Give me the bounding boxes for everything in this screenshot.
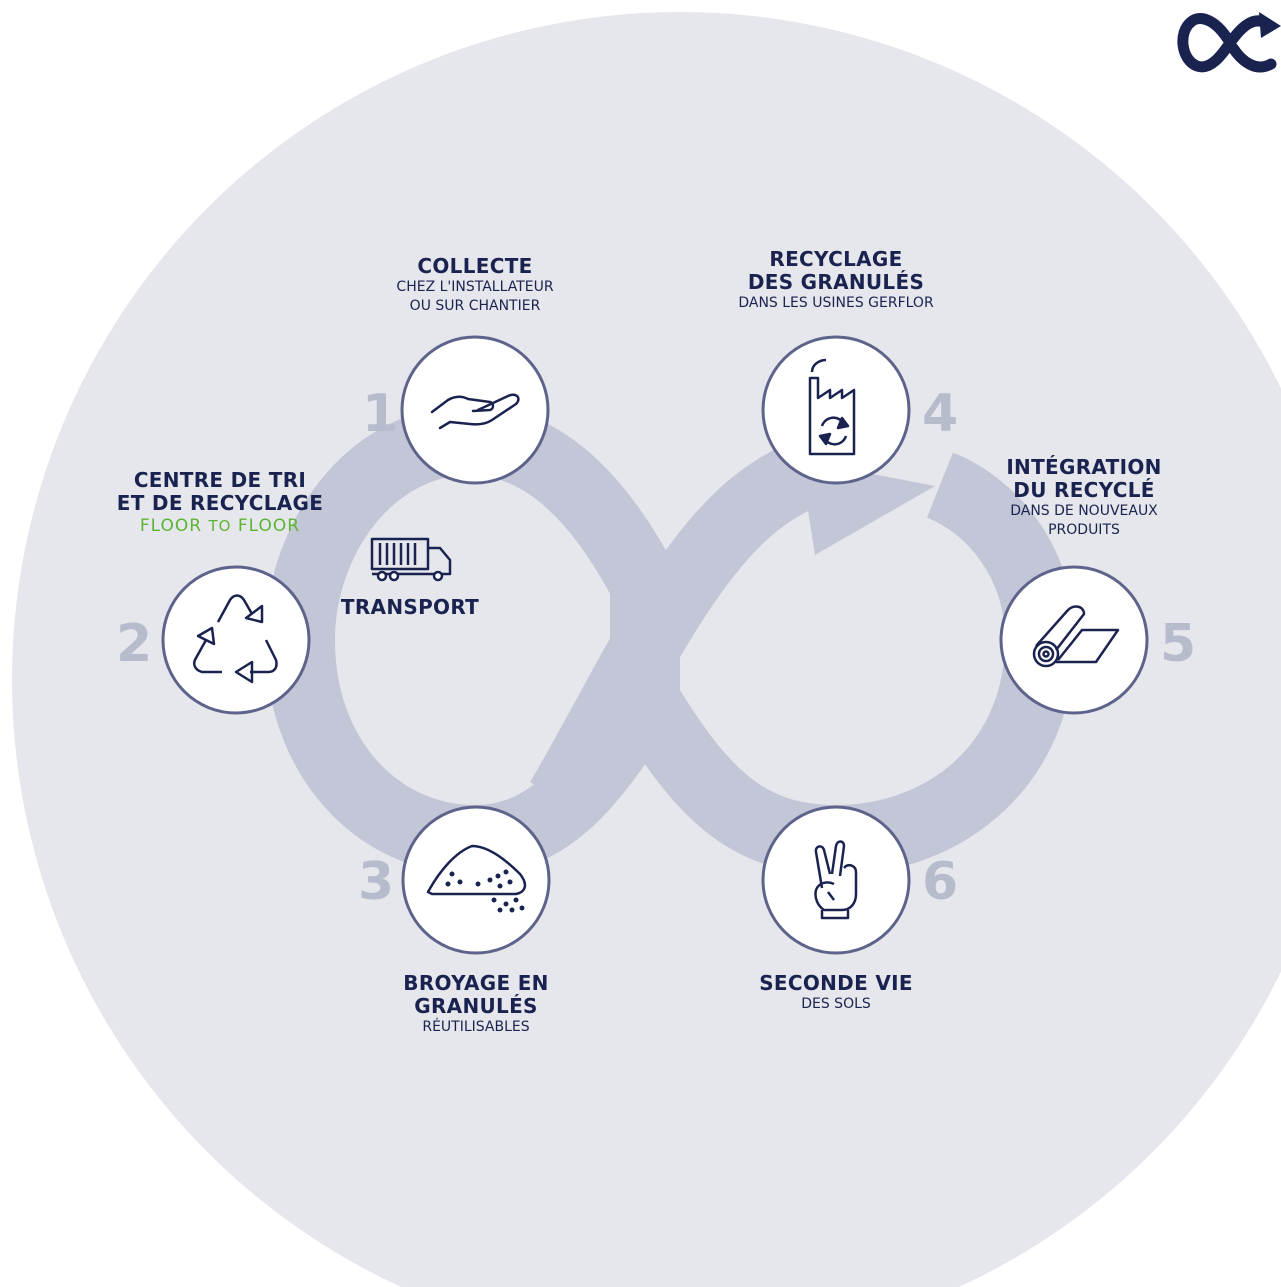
- step-5-label: INTÉGRATION DU RECYCLÉ DANS DE NOUVEAUX …: [974, 456, 1194, 540]
- step-4-title-line2: DES GRANULÉS: [747, 270, 925, 294]
- step-4-label: RECYCLAGE DES GRANULÉS DANS LES USINES G…: [706, 248, 966, 313]
- step-6-subtitle: DES SOLS: [801, 996, 871, 1012]
- step-3-circle: [401, 805, 551, 955]
- step-1-subtitle-line1: CHEZ L'INSTALLATEUR: [396, 279, 554, 295]
- step-number-5: 5: [1160, 614, 1197, 674]
- floortofloor-logo: FLOOR TO FLOOR: [139, 516, 301, 536]
- step-4-circle: [761, 335, 911, 485]
- transport-title: TRANSPORT: [340, 595, 480, 619]
- step-4-subtitle: DANS LES USINES GERFLOR: [738, 295, 934, 311]
- granules-pile-icon: [426, 844, 527, 913]
- step-1-subtitle-line2: OU SUR CHANTIER: [409, 298, 541, 314]
- step-4-title-line1: RECYCLAGE: [769, 247, 903, 271]
- transport-label: TRANSPORT: [330, 596, 490, 619]
- step-1-label: COLLECTE CHEZ L'INSTALLATEUR OU SUR CHAN…: [355, 255, 595, 316]
- step-3-label: BROYAGE EN GRANULÉS RÉUTILISABLES: [356, 972, 596, 1037]
- step-5-title-line1: INTÉGRATION: [1006, 455, 1162, 479]
- step-number-2: 2: [116, 614, 153, 674]
- hand-icon: [430, 393, 520, 430]
- step-5-title-line2: DU RECYCLÉ: [1013, 478, 1155, 502]
- step-1-circle: [400, 335, 550, 485]
- truck-icon: [370, 537, 452, 582]
- step-5-subtitle-line2: PRODUITS: [1048, 522, 1120, 538]
- factory-icon: [808, 358, 856, 456]
- step-1-title: COLLECTE: [417, 254, 533, 278]
- step-3-title-line2: GRANULÉS: [414, 994, 538, 1018]
- floor-roll-icon: [1032, 605, 1120, 668]
- step-5-subtitle-line1: DANS DE NOUVEAUX: [1010, 503, 1158, 519]
- step-6-circle: [761, 805, 911, 955]
- step-6-title: SECONDE VIE: [759, 971, 913, 995]
- infinity-arrow-icon: [1177, 12, 1281, 73]
- step-2-title-line1: CENTRE DE TRI: [133, 468, 307, 492]
- victory-hand-icon: [814, 840, 858, 920]
- infinity-right-loop: [615, 452, 1076, 876]
- step-number-3: 3: [358, 852, 395, 912]
- step-3-subtitle: RÉUTILISABLES: [422, 1019, 530, 1035]
- step-number-6: 6: [922, 852, 959, 912]
- step-3-title-line1: BROYAGE EN: [403, 971, 549, 995]
- recycle-icon: [193, 594, 278, 684]
- step-2-label: CENTRE DE TRI ET DE RECYCLAGE FLOOR TO F…: [92, 469, 348, 537]
- step-2-circle: [161, 565, 311, 715]
- step-number-1: 1: [362, 384, 399, 444]
- step-6-label: SECONDE VIE DES SOLS: [716, 972, 956, 1014]
- step-number-4: 4: [922, 384, 959, 444]
- step-2-title-line2: ET DE RECYCLAGE: [116, 491, 324, 515]
- step-5-circle: [999, 565, 1149, 715]
